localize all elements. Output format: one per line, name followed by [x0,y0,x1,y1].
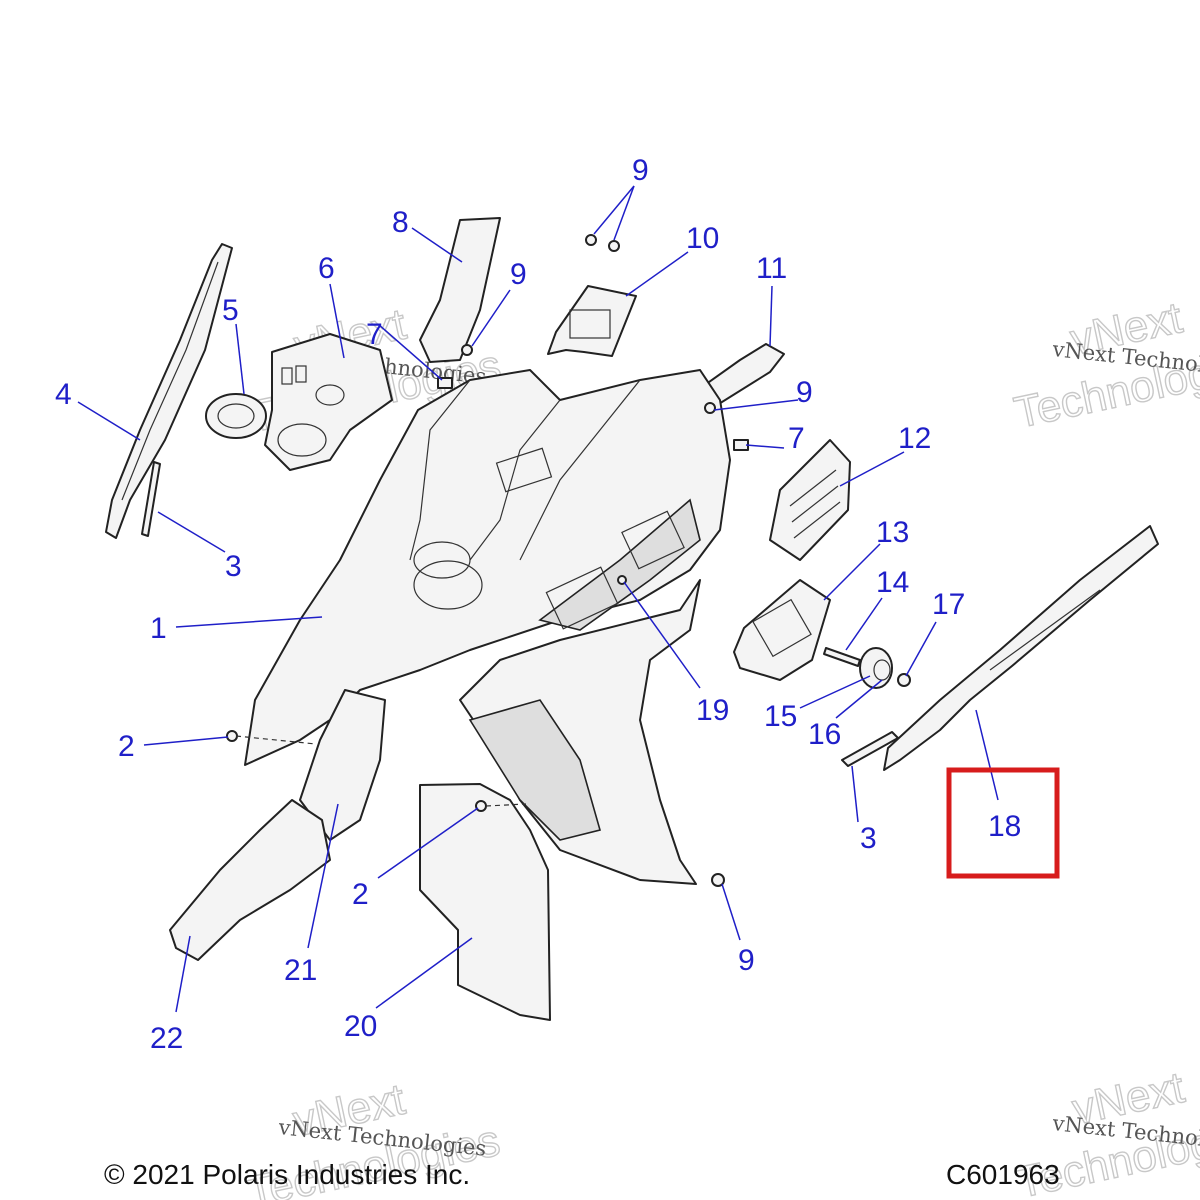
callout-17: 17 [932,588,965,621]
callout-3: 3 [860,822,877,855]
callout-1: 1 [150,612,167,645]
callout-21: 21 [284,954,317,987]
callout-10: 10 [686,222,719,255]
part-3-rod-left [141,461,161,537]
part-8-top-plate [419,217,501,363]
callout-9: 9 [510,258,527,291]
callout-3: 3 [225,550,242,583]
part-3-rod-right [841,731,899,767]
callout-9: 9 [796,376,813,409]
part-19-lower-shroud [459,579,701,885]
copyright-notice: © 2021 Polaris Industries Inc. [104,1159,470,1190]
callout-8: 8 [392,206,409,239]
callout-4: 4 [55,378,72,411]
callout-14: 14 [876,566,909,599]
part-22-lower-trim [169,799,331,961]
callout-15: 15 [764,700,797,733]
callout-16: 16 [808,718,841,751]
callout-7: 7 [366,318,383,351]
callout-5: 5 [222,294,239,327]
callout-12: 12 [898,422,931,455]
part-4-trim-strip [105,243,233,539]
part-21-leg-panel [299,689,386,841]
callout-19: 19 [696,694,729,727]
callout-11: 11 [756,252,787,285]
callout-22: 22 [150,1022,183,1055]
callout-2: 2 [352,878,369,911]
callout-9: 9 [738,944,755,977]
part-14-bolt [823,647,861,667]
callout-2: 2 [118,730,135,763]
part-5-ring-seal [205,393,267,439]
part-13-bezel [733,579,831,681]
part-10-small-bracket [547,285,637,357]
callout-20: 20 [344,1010,377,1043]
part-19-panel [538,498,701,631]
part-20-flap [419,783,551,1021]
callout-6: 6 [318,252,335,285]
callout-18: 18 [988,810,1021,843]
callout-9: 9 [632,154,649,187]
callout-7: 7 [788,422,805,455]
part-12-vent-grille [769,439,851,561]
callout-13: 13 [876,516,909,549]
part-17-nut [897,673,911,687]
part-6-bracket-panel [264,333,393,471]
leader-lines [77,185,999,1013]
diagram-code: C601963 [946,1159,1060,1190]
fasteners [226,234,749,887]
part-15-knob [859,647,893,689]
highlight-box-part-18[interactable] [946,767,1060,879]
